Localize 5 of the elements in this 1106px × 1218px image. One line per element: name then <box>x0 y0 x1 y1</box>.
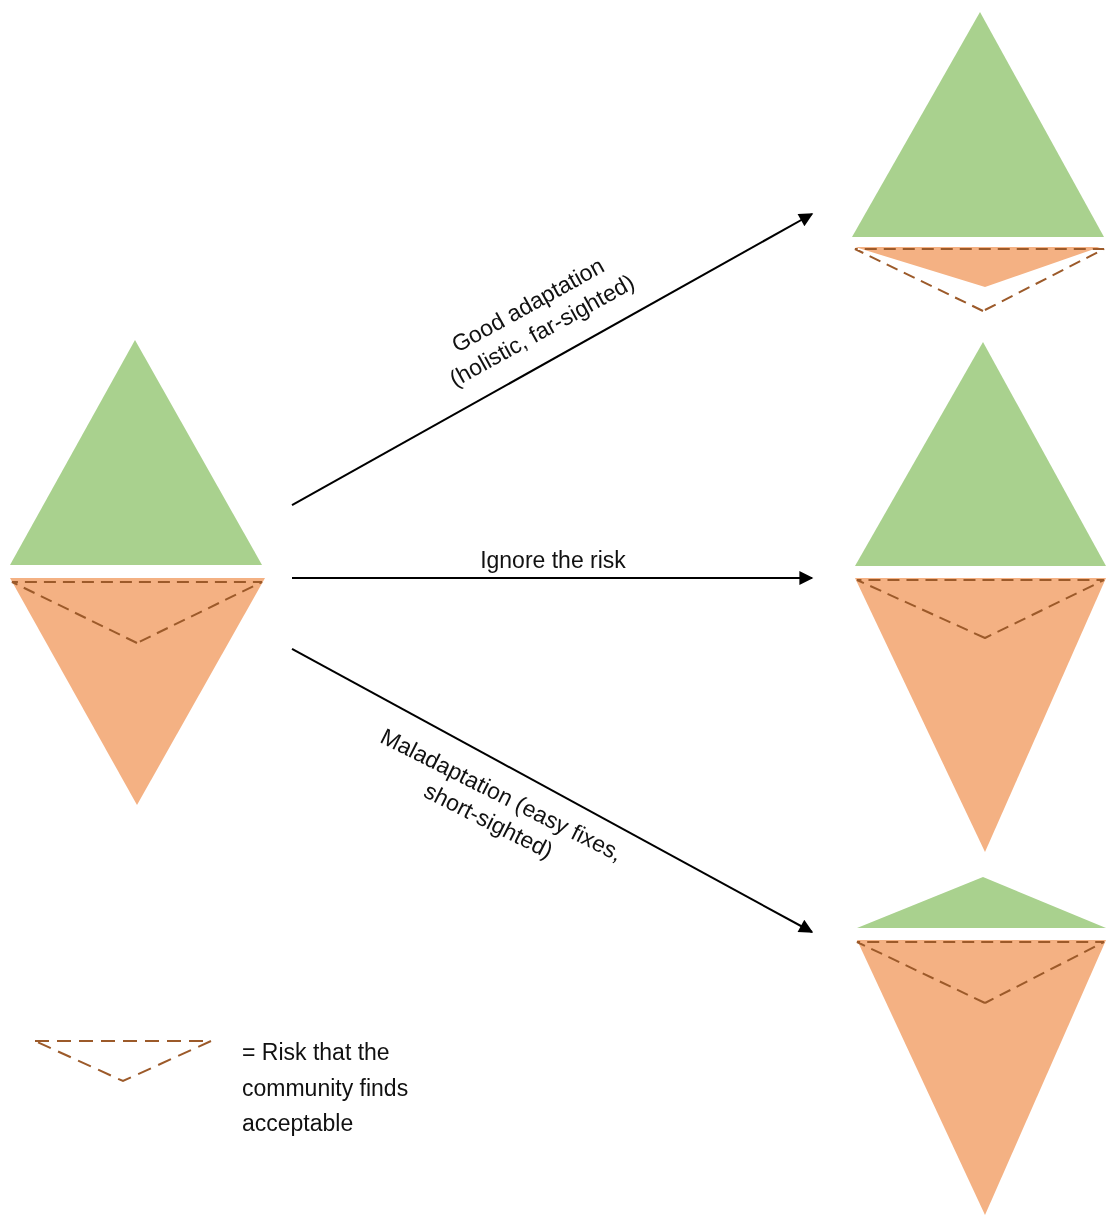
arrow <box>291 647 814 933</box>
arrow <box>291 213 814 507</box>
legend-text: = Risk that the community finds acceptable <box>242 1038 410 1139</box>
arrow <box>291 571 814 585</box>
edge-label: Ignore the risk <box>479 546 627 574</box>
